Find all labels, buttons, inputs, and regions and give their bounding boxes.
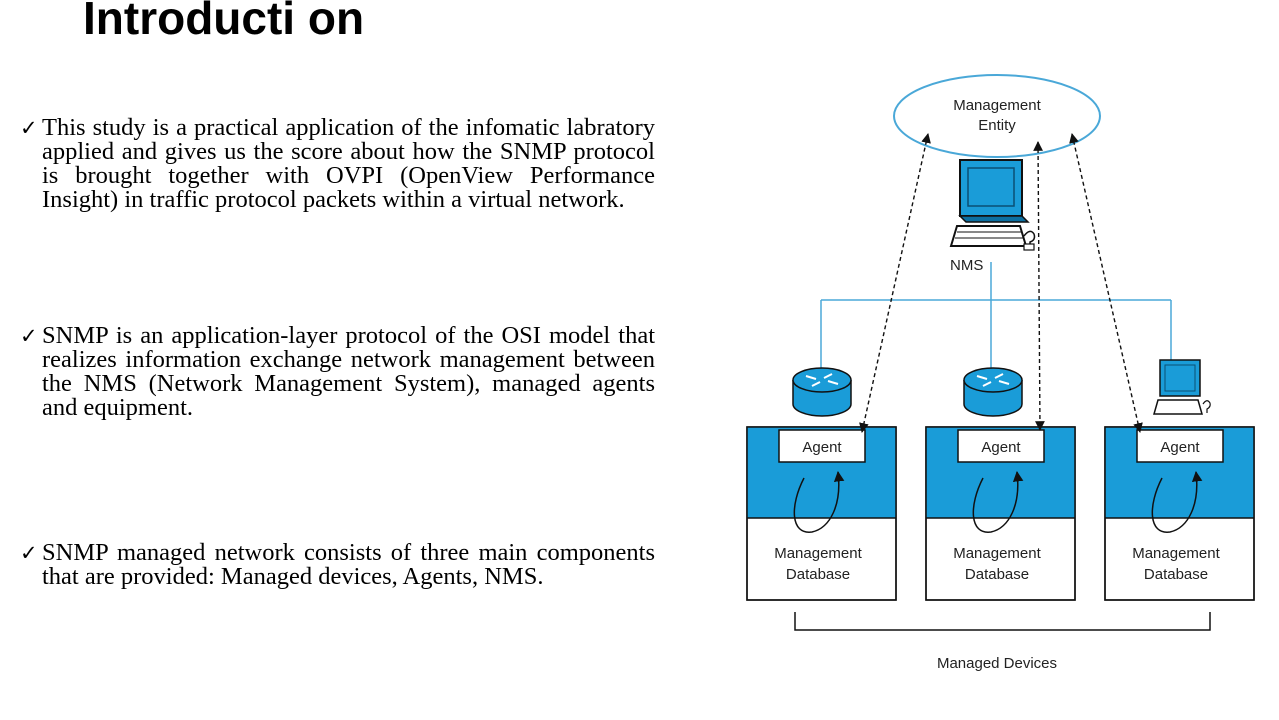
- network-connections: [820, 262, 1172, 370]
- page-title: Introducti on: [83, 0, 365, 44]
- nms-label: NMS: [950, 257, 983, 274]
- agent-label: Agent: [802, 439, 842, 456]
- managed-device: Agent Management Database: [925, 426, 1076, 601]
- database-label-line2: Database: [1144, 566, 1208, 583]
- agent-label: Agent: [1160, 439, 1200, 456]
- management-entity: Management Entity: [893, 74, 1101, 158]
- bullet-item: ✓ SNMP managed network consists of three…: [20, 539, 655, 590]
- management-entity-label-line2: Entity: [978, 117, 1016, 134]
- database-label-line1: Management: [953, 545, 1041, 562]
- managed-devices-label: Managed Devices: [937, 655, 1057, 672]
- workstation-icon: [1153, 359, 1211, 415]
- bullet-item: ✓ This study is a practical application …: [20, 114, 655, 213]
- managed-devices-bracket: Managed Devices: [794, 612, 1211, 672]
- managed-device: Agent Management Database: [746, 426, 897, 601]
- database-label-line2: Database: [965, 566, 1029, 583]
- managed-device: Agent Management Database: [1104, 426, 1255, 601]
- database-label-line1: Management: [1132, 545, 1220, 562]
- bullet-text: SNMP managed network consists of three m…: [42, 539, 655, 590]
- snmp-message-arrows: [859, 133, 1143, 433]
- router-icon: [792, 367, 852, 417]
- agent-box: [957, 429, 1045, 463]
- agent-box: [1136, 429, 1224, 463]
- agent-box: [778, 429, 866, 463]
- bullet-text: This study is a practical application of…: [42, 114, 655, 213]
- database-label-line2: Database: [786, 566, 850, 583]
- check-mark-icon: ✓: [20, 116, 38, 140]
- agent-label: Agent: [981, 439, 1021, 456]
- nms-computer-icon: [949, 159, 1036, 251]
- bullet-text: SNMP is an application-layer protocol of…: [42, 322, 655, 421]
- check-mark-icon: ✓: [20, 324, 38, 348]
- router-icon: [963, 367, 1023, 417]
- check-mark-icon: ✓: [20, 541, 38, 565]
- database-label-line1: Management: [774, 545, 862, 562]
- management-entity-label-line1: Management: [953, 97, 1041, 114]
- bullet-item: ✓ SNMP is an application-layer protocol …: [20, 322, 655, 421]
